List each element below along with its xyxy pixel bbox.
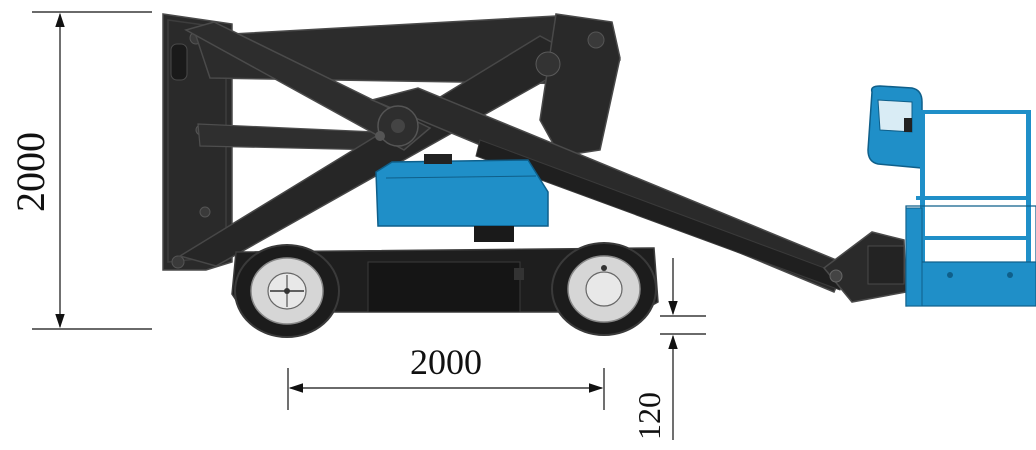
wheelbase-label: 2000 [410, 342, 482, 382]
height-label: 2000 [8, 132, 53, 212]
work-platform [867, 85, 1036, 307]
battery-box [367, 261, 521, 313]
height-dimension: 2000 [8, 11, 152, 330]
front-knuckle [539, 13, 621, 157]
rear-wheel [234, 244, 340, 338]
front-wheel [551, 242, 657, 336]
wheelbase-dimension: 2000 [287, 342, 605, 410]
main-boom-inner [475, 139, 847, 291]
machine [162, 13, 1036, 338]
clearance-dimension: 120 [631, 258, 706, 440]
upper-diagonal-arm [184, 21, 432, 151]
turntable [375, 154, 549, 242]
tie-rod [197, 123, 381, 151]
clearance-label: 120 [631, 392, 667, 440]
